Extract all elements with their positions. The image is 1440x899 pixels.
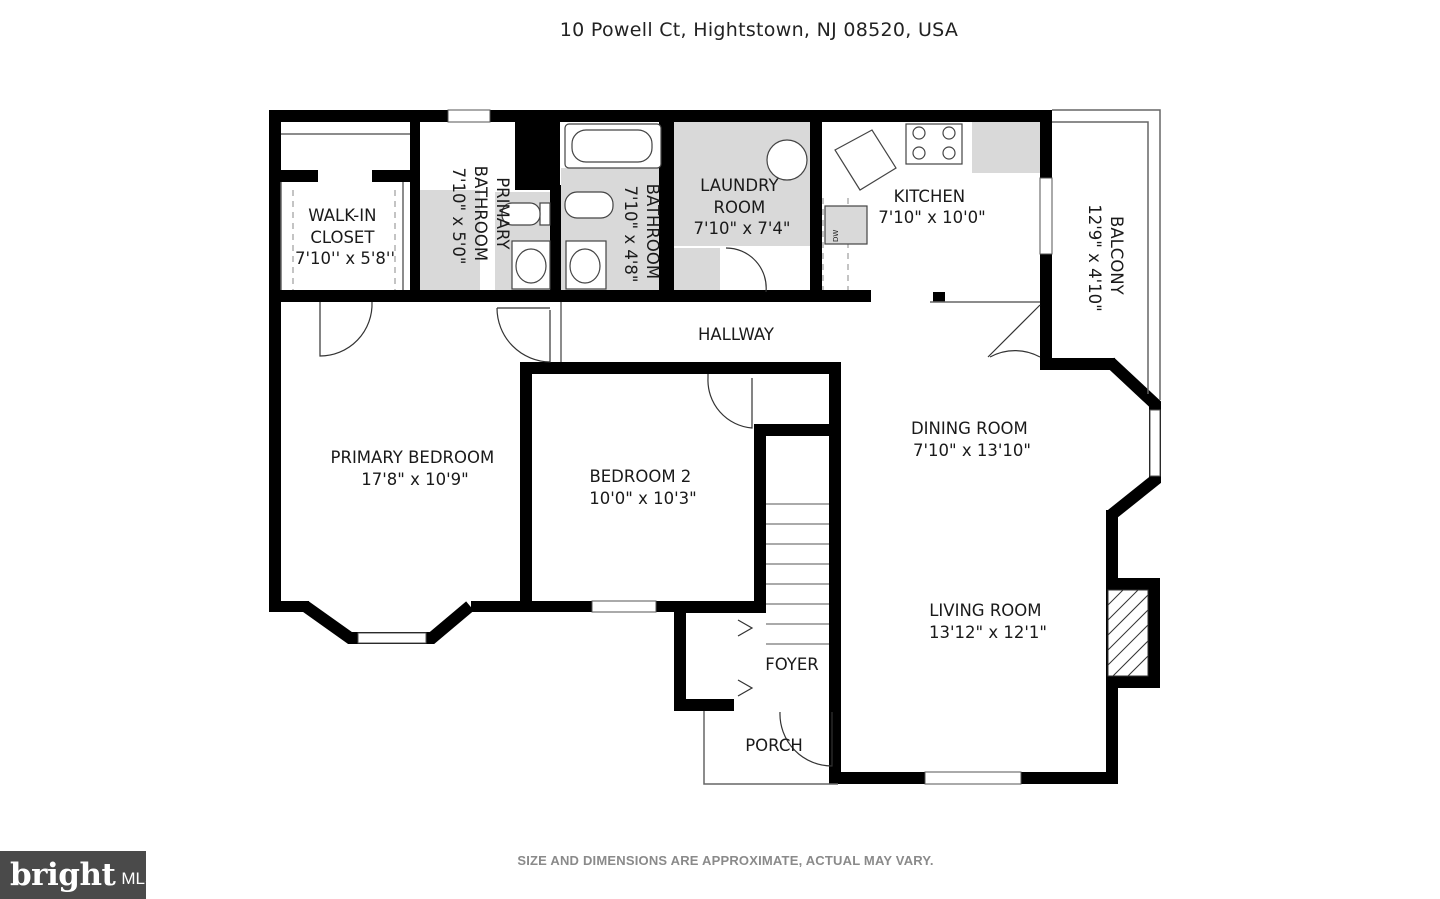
fixtures — [501, 123, 963, 290]
walkin-closet-name-2: CLOSET — [310, 228, 375, 247]
primary-bedroom-name: PRIMARY BEDROOM — [331, 448, 495, 467]
bedroom2-label: BEDROOM 2 10'0" x 10'3" — [589, 467, 697, 508]
walkin-closet-name-1: WALK-IN — [308, 206, 376, 225]
property-address: 10 Powell Ct, Hightstown, NJ 08520, USA — [559, 19, 959, 41]
living-room-dims: 13'12" x 12'1" — [929, 623, 1047, 642]
kitchen-label: KITCHEN 7'10" x 10'0" — [878, 187, 986, 227]
hallway-label: HALLWAY — [698, 325, 775, 344]
laundry-label: LAUNDRY ROOM 7'10" x 7'4" — [694, 176, 791, 238]
laundry-name-1: LAUNDRY — [700, 176, 779, 195]
fireplace — [1107, 589, 1149, 677]
bedroom2-name: BEDROOM 2 — [589, 467, 691, 486]
bedroom2-dims: 10'0" x 10'3" — [589, 489, 697, 508]
balcony-dims: 12'9" x 4'10" — [1085, 204, 1104, 312]
laundry-name-2: ROOM — [714, 198, 766, 217]
windows — [357, 109, 1161, 785]
primary-bathroom-label: PRIMARY BATHROOM 7'10" x 5'0" — [449, 166, 512, 267]
doors — [319, 247, 1041, 767]
laundry-dims: 7'10" x 7'4" — [694, 219, 791, 238]
primary-bathroom-name-1: PRIMARY — [493, 177, 512, 250]
bathroom-name: BATHROOM — [643, 184, 662, 280]
primary-bathroom-name-2: BATHROOM — [471, 166, 490, 262]
living-room-label: LIVING ROOM 13'12" x 12'1" — [929, 601, 1047, 642]
thin-outlines — [280, 109, 1161, 785]
dishwasher-label: DW — [832, 230, 840, 242]
logo-word: bright — [10, 857, 116, 893]
dining-room-label: DINING ROOM 7'10" x 13'10" — [911, 419, 1033, 460]
walkin-closet-label: WALK-IN CLOSET 7'10'' x 5'8'' — [295, 206, 395, 268]
walkin-closet-dims: 7'10'' x 5'8'' — [295, 249, 395, 268]
bright-mls-logo: bright MLS — [0, 851, 156, 899]
foyer-label: FOYER — [765, 655, 819, 674]
kitchen-name: KITCHEN — [894, 187, 966, 206]
porch-label: PORCH — [745, 736, 803, 755]
logo-suffix: MLS — [121, 869, 157, 888]
disclaimer: SIZE AND DIMENSIONS ARE APPROXIMATE, ACT… — [517, 853, 934, 868]
primary-bedroom-label: PRIMARY BEDROOM 17'8" x 10'9" — [331, 448, 500, 489]
primary-bathroom-dims: 7'10" x 5'0" — [449, 168, 468, 265]
bathroom-label: BATHROOM 7'10" x 4'8" — [621, 184, 662, 285]
living-room-name: LIVING ROOM — [929, 601, 1041, 620]
dining-room-name: DINING ROOM — [911, 419, 1028, 438]
kitchen-dims: 7'10" x 10'0" — [878, 208, 986, 227]
bathroom-dims: 7'10" x 4'8" — [621, 186, 640, 283]
bay-walls — [301, 357, 1161, 644]
primary-bedroom-dims: 17'8" x 10'9" — [361, 470, 469, 489]
dining-room-dims: 7'10" x 13'10" — [913, 441, 1031, 460]
balcony-label: BALCONY 12'9" x 4'10" — [1085, 204, 1126, 312]
balcony-name: BALCONY — [1107, 216, 1126, 296]
stairs — [766, 503, 829, 645]
